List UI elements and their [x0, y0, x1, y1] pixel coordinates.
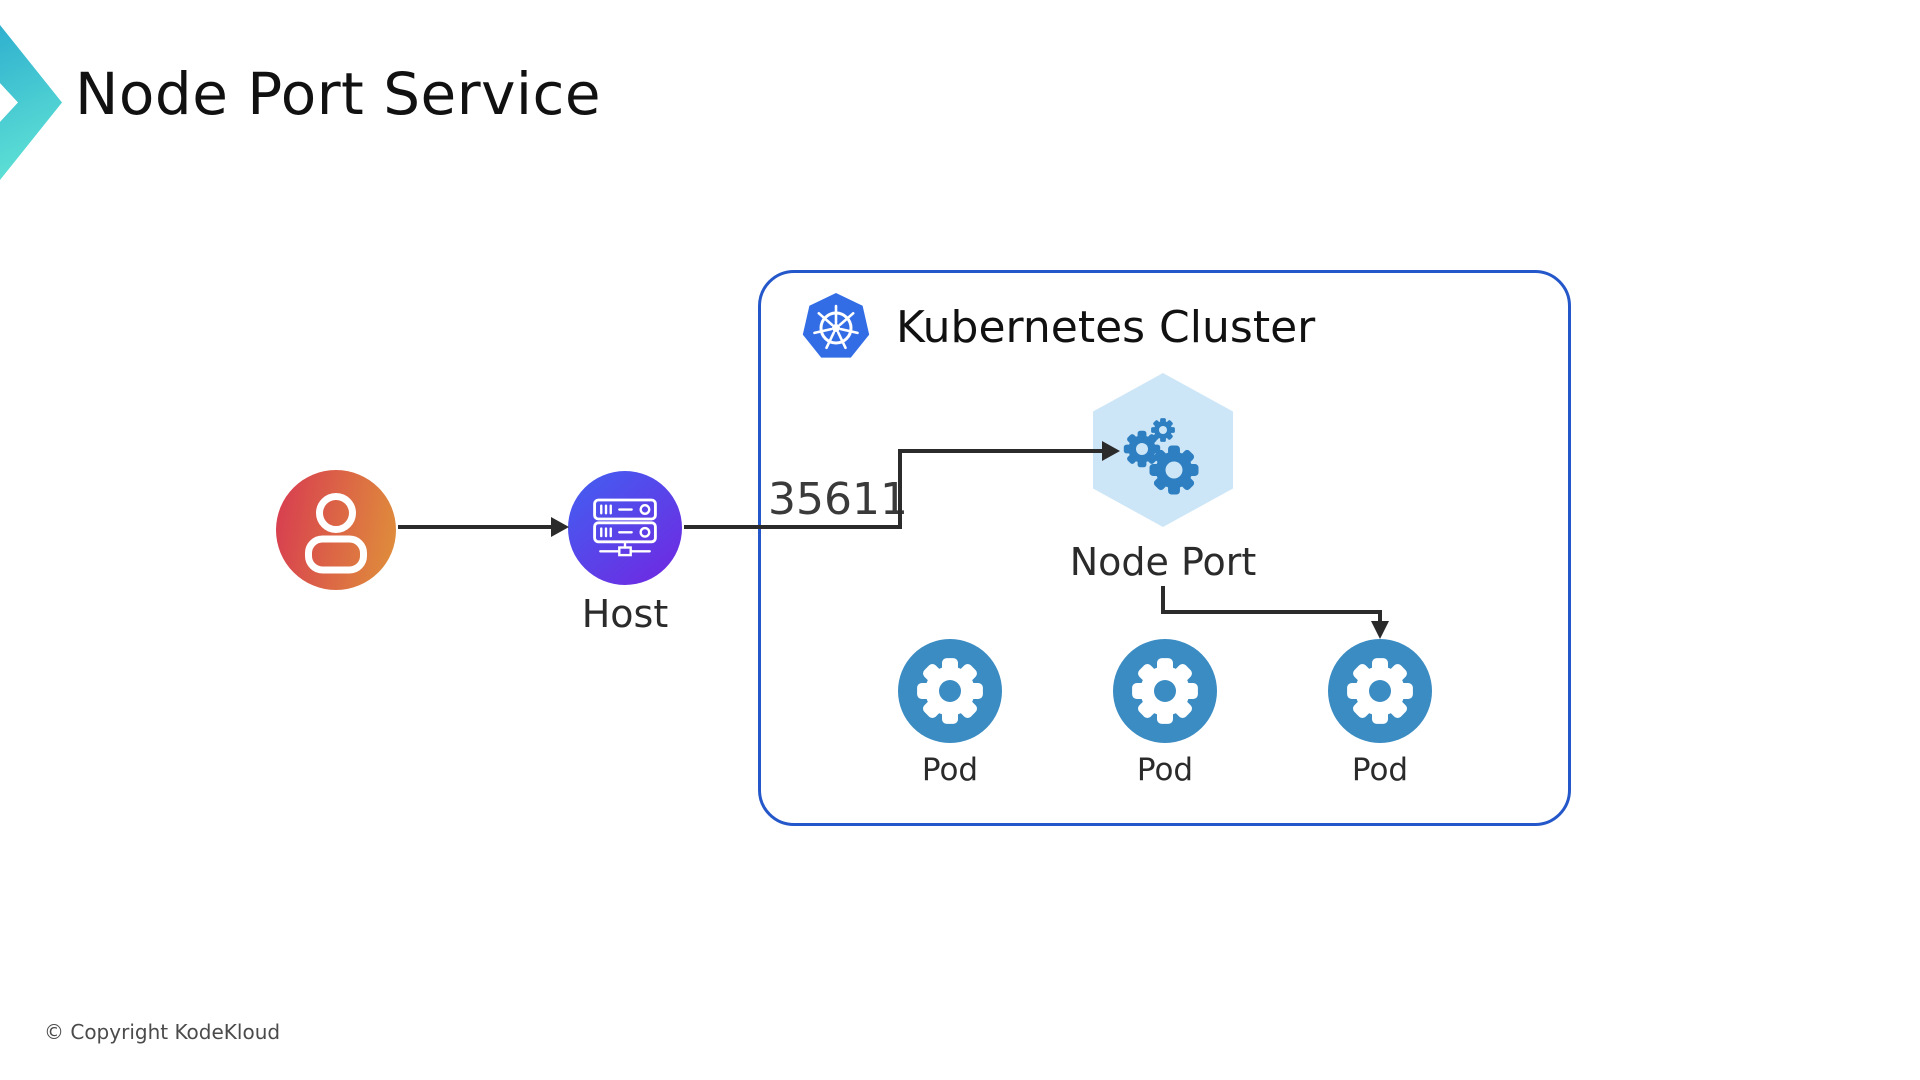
cluster-title: Kubernetes Cluster [896, 301, 1316, 353]
server-icon [593, 498, 657, 556]
kodekloud-chevron-logo [0, 25, 62, 180]
page-title: Node Port Service [75, 60, 602, 128]
pod-node [1113, 639, 1217, 743]
pod-label: Pod [1351, 752, 1409, 788]
user-icon [305, 493, 367, 574]
copyright-text: © Copyright KodeKloud [44, 1020, 281, 1044]
port-number-label: 35611 [768, 474, 908, 525]
host-label: Host [581, 592, 669, 636]
node-port-label: Node Port [1069, 540, 1257, 584]
pod-node [898, 639, 1002, 743]
gears-icon [1123, 418, 1199, 495]
arrowhead-user-to-host [551, 517, 569, 537]
pod-gear-icon [898, 639, 1002, 743]
kubernetes-logo-icon [802, 293, 870, 358]
user-node [276, 470, 396, 590]
cluster-header: Kubernetes Cluster [800, 292, 1315, 362]
host-node [568, 471, 682, 585]
pod-label: Pod [921, 752, 979, 788]
pod-gear-icon [1113, 639, 1217, 743]
pod-label: Pod [1136, 752, 1194, 788]
pod-gear-icon [1328, 639, 1432, 743]
pod-node [1328, 639, 1432, 743]
